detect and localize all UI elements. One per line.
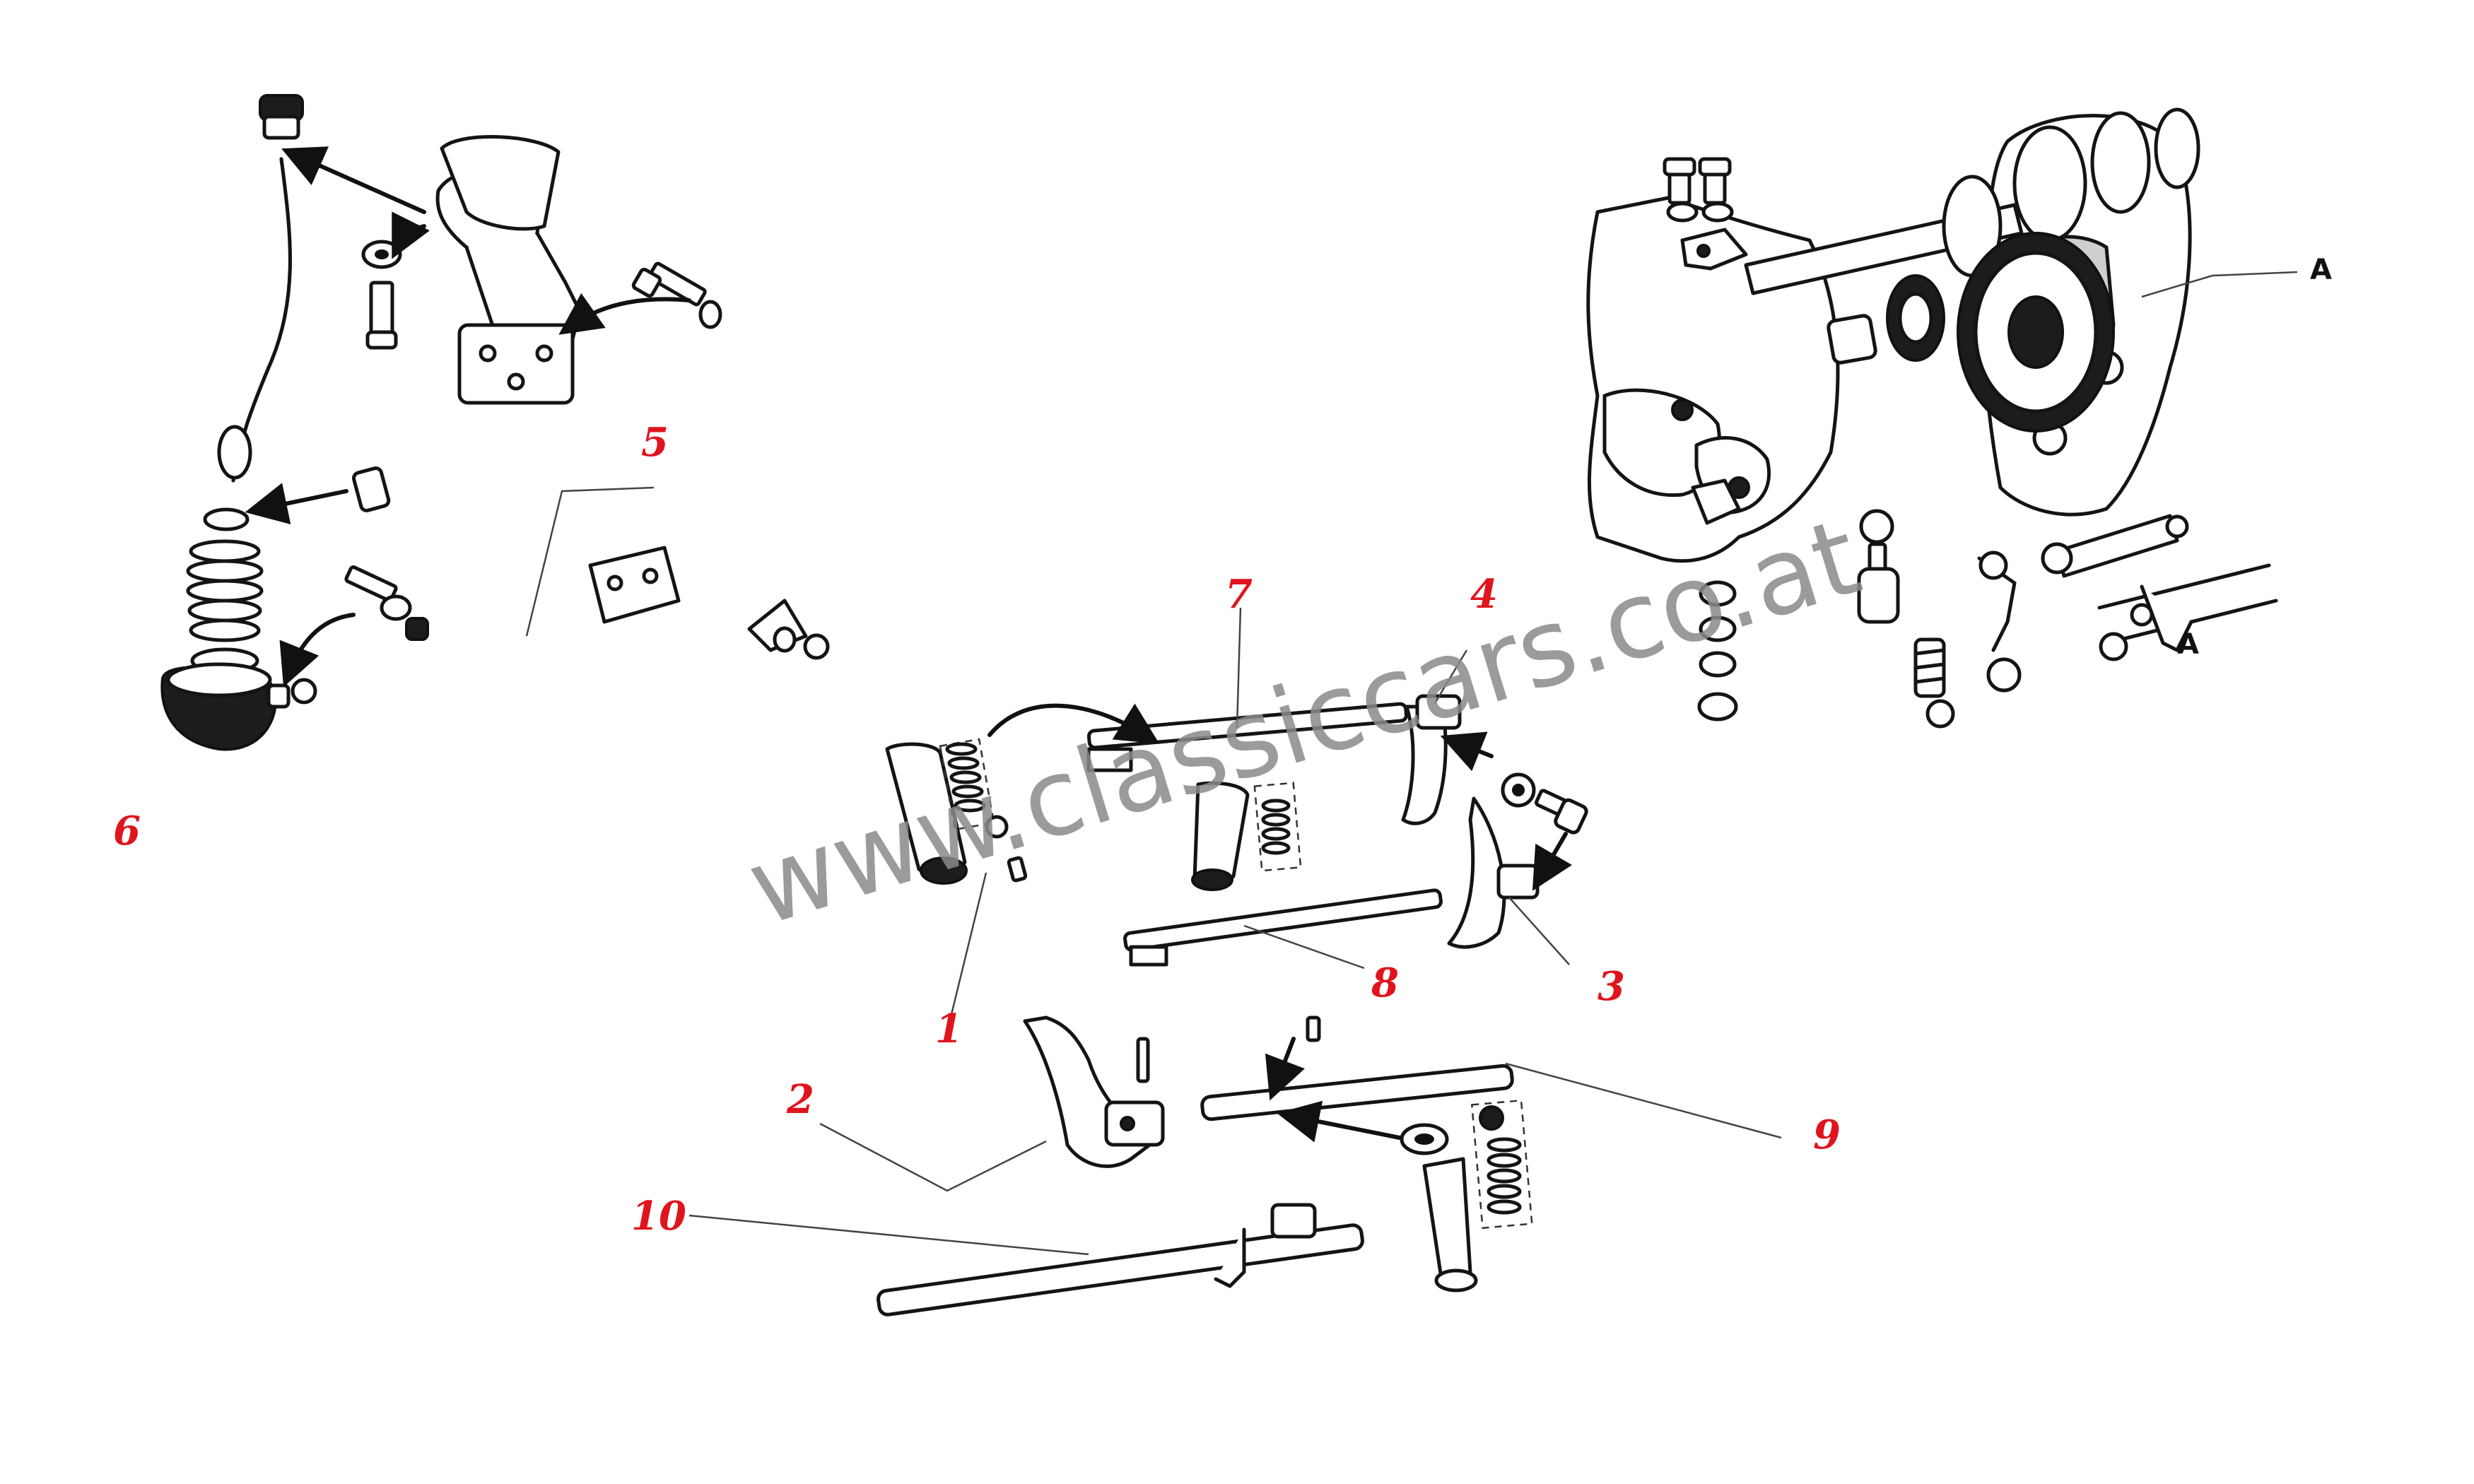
shaft-10 (688, 1203, 1364, 1317)
bolt (631, 261, 707, 307)
callout-1: 1 (935, 1006, 963, 1052)
section-detail-a (2097, 563, 2278, 661)
callout-7: 7 (1225, 571, 1253, 618)
section-letter-a-top: A (2310, 254, 2332, 286)
selector-rod-7 (1086, 607, 1409, 772)
callout-10: 10 (631, 1193, 686, 1239)
gear-lever-assembly (160, 94, 722, 751)
detent-plunger (1857, 509, 1900, 624)
section-letter-a-bottom: A (2177, 628, 2199, 661)
callout-9: 9 (1813, 1112, 1841, 1158)
lever-housing (160, 662, 291, 751)
rod-bracket-plate (588, 546, 681, 624)
nut (698, 300, 722, 329)
gear-knob (259, 94, 304, 140)
bush (351, 466, 391, 512)
selector-rod-9 (1200, 1015, 1782, 1143)
screw (365, 281, 398, 350)
callout-6: 6 (113, 808, 141, 854)
selector-fork-2 (819, 1015, 1165, 1192)
callout-4: 4 (1470, 571, 1498, 618)
fork-bolt (1501, 772, 1588, 835)
interlock-plunger (1400, 1099, 1533, 1292)
selector-rod-assembly (279, 486, 830, 705)
lever-ball (217, 425, 252, 480)
selector-rod-8 (1123, 888, 1443, 970)
gearbox-case (1586, 107, 2298, 729)
callout-2: 2 (786, 1076, 814, 1123)
lever-spring (186, 539, 264, 642)
detent-spring (1913, 637, 1946, 698)
selector-fork-3 (1447, 796, 1570, 965)
nut-stack (1691, 478, 1741, 722)
bearing (1827, 314, 1877, 365)
gasket (440, 135, 561, 231)
callout-5: 5 (641, 419, 669, 466)
big-gear (1957, 232, 2115, 432)
detent-plunger-1 (885, 703, 1160, 1032)
callout-labels: 1 2 3 4 5 6 7 8 9 10 (113, 419, 1841, 1239)
selector-fork-4 (1401, 649, 1468, 825)
callout-3: 3 (1597, 963, 1625, 1010)
callout-8: 8 (1371, 960, 1399, 1006)
gear-cluster (1942, 107, 2200, 278)
case-bolts (1663, 157, 1734, 223)
lock-plate (1680, 228, 1748, 271)
watermark: www.classiccars.co.at (735, 495, 1873, 950)
detent-plunger-center (1191, 781, 1302, 891)
